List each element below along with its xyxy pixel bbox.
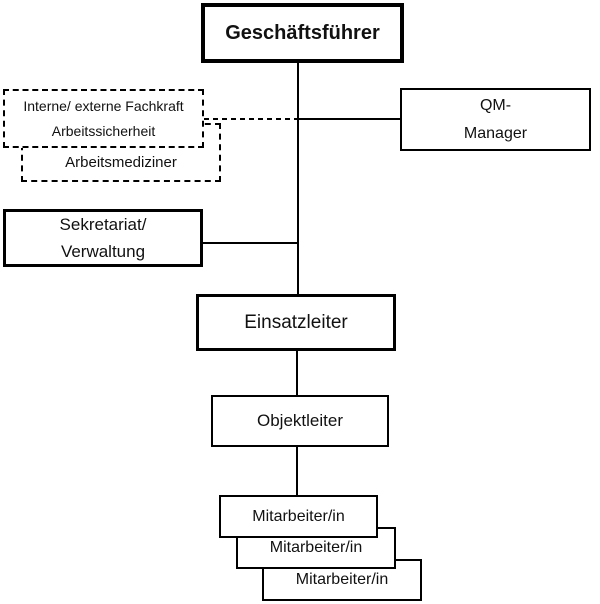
node-einsatzleiter-label: Einsatzleiter	[244, 311, 348, 333]
node-geschaeftsfuehrer-label: Geschäftsführer	[225, 21, 380, 44]
node-objektleiter-label: Objektleiter	[257, 410, 343, 430]
node-mitarbeiter-2-label: Mitarbeiter/in	[269, 539, 363, 557]
node-sekretariat-label-line1: Sekretariat/	[59, 215, 147, 234]
node-arbeitsmediziner-label: Arbeitsmediziner	[65, 153, 177, 171]
node-qm-manager-label-line2: Manager	[463, 124, 528, 142]
node-qm-manager-label-line1: QM-	[479, 96, 512, 114]
node-mitarbeiter-1-label: Mitarbeiter/in	[252, 507, 345, 525]
node-sekretariat-verwaltung: Sekretariat/ Verwaltung	[3, 209, 203, 267]
node-fachkraft-label-line1: Interne/ externe Fachkraft	[23, 97, 184, 114]
node-einsatzleiter: Einsatzleiter	[196, 294, 396, 351]
node-mitarbeiter-3-label: Mitarbeiter/in	[295, 571, 389, 589]
node-mitarbeiter-1: Mitarbeiter/in	[219, 495, 378, 538]
node-geschaeftsfuehrer: Geschäftsführer	[201, 3, 404, 63]
node-objektleiter: Objektleiter	[211, 395, 389, 447]
node-fachkraft-label-line2: Arbeitssicherheit	[51, 122, 156, 139]
node-fachkraft-arbeitssicherheit: Interne/ externe Fachkraft Arbeitssicher…	[3, 89, 204, 148]
node-qm-manager: QM- Manager	[400, 88, 591, 151]
node-sekretariat-label-line2: Verwaltung	[60, 242, 146, 261]
